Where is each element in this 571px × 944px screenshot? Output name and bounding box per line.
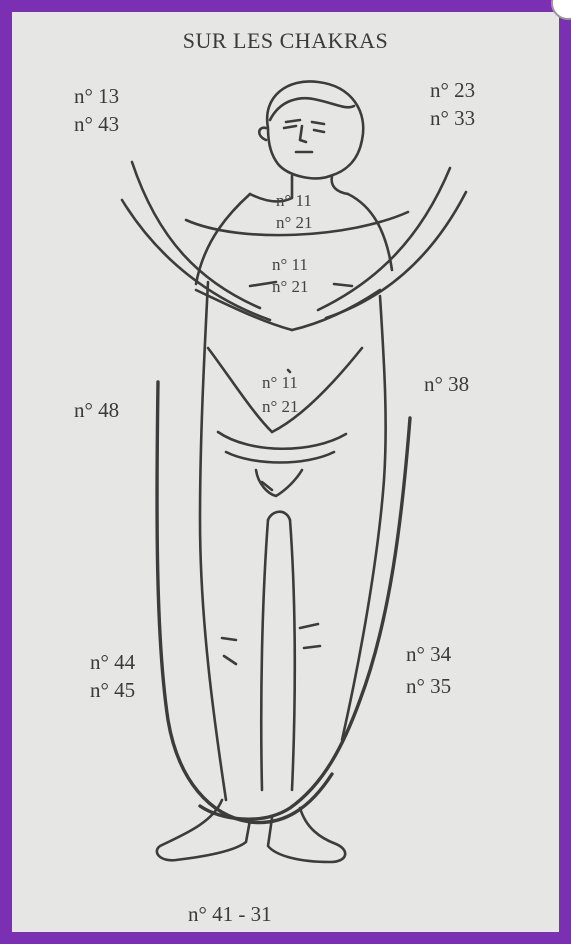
label-top-left-2: n° 43 [74,112,119,137]
knee-mark-l2 [224,656,236,664]
label-throat-2: n° 21 [276,212,313,233]
label-knee-right-1: n° 34 [406,642,451,667]
foot-right [268,808,345,862]
diagram-title: SUR LES CHAKRAS [0,28,571,54]
label-top-right-1: n° 23 [430,78,475,103]
label-mid-left: n° 48 [74,398,119,423]
shoulder-right [348,194,392,270]
pelvis-arc-2 [226,452,334,463]
label-mid-right: n° 38 [424,372,469,397]
label-knee-left-2: n° 45 [90,678,135,703]
label-knee-right-2: n° 35 [406,674,451,699]
knee-mark-r2 [304,646,320,648]
inner-leg-right [290,520,295,790]
neck-right [332,176,348,194]
label-belly-2: n° 21 [262,396,299,417]
ear [259,128,266,140]
label-throat-1: n° 11 [276,190,312,211]
knee-mark-r1 [300,624,318,628]
eye-left [286,120,300,122]
pelvis-arc [218,432,346,449]
eye-left-2 [284,126,296,128]
outer-curve-left [132,162,260,308]
nose [300,126,306,142]
label-top-right-2: n° 33 [430,106,475,131]
chest-mark-2 [334,284,352,286]
leg-loop-right [200,418,410,819]
eye-right-2 [314,130,324,132]
inner-leg-left [261,520,268,790]
eye-right [312,122,324,124]
torso-left [200,282,226,800]
knee-mark-l1 [222,638,236,640]
label-top-left-1: n° 13 [74,84,119,109]
label-belly-1: n° 11 [262,372,298,393]
label-chest-2: n° 21 [272,276,309,297]
label-chest-1: n° 11 [272,254,308,275]
label-knee-left-1: n° 44 [90,650,135,675]
hair-line [270,98,354,120]
label-bottom: n° 41 - 31 [188,902,272,927]
shoulder-left [196,194,250,284]
inner-leg-top [268,512,290,520]
